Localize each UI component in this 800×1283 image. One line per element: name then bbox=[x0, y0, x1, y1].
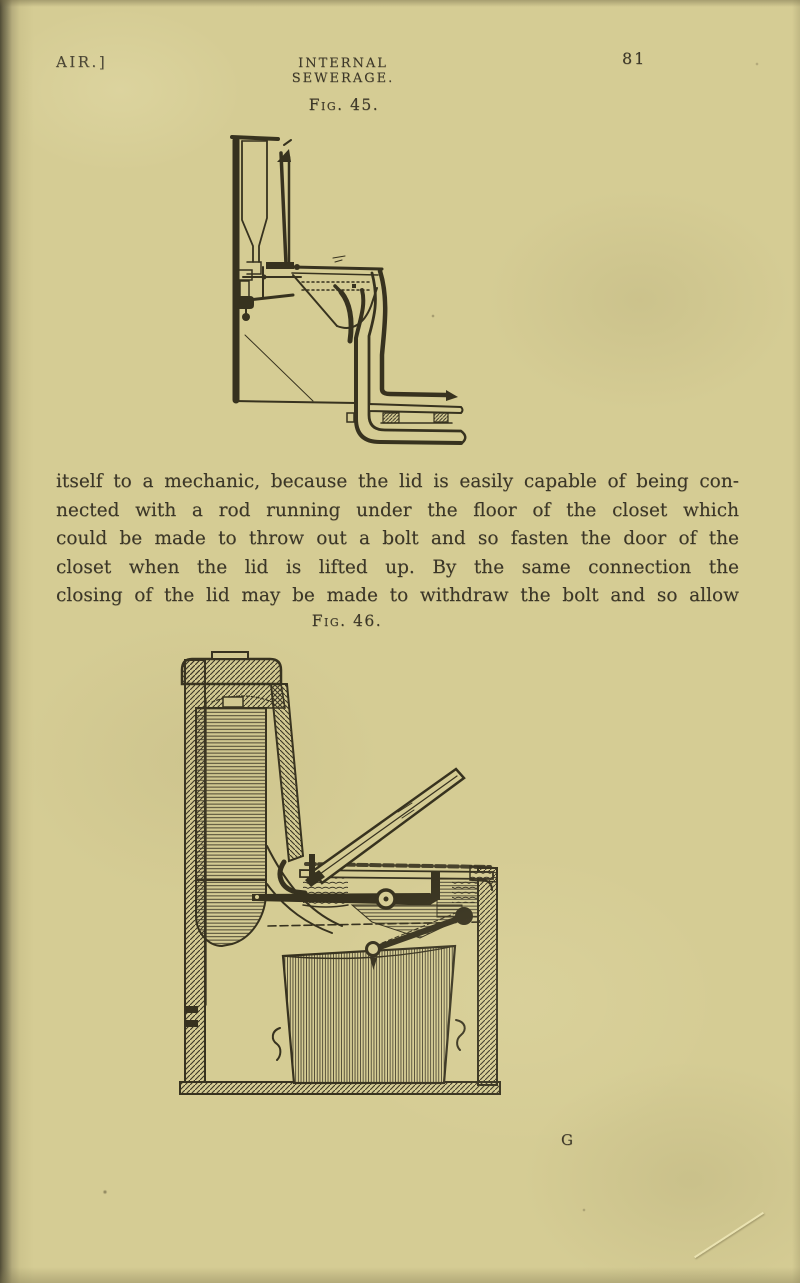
fig45-illustration bbox=[230, 135, 467, 445]
fig46-illustration bbox=[179, 651, 501, 1095]
